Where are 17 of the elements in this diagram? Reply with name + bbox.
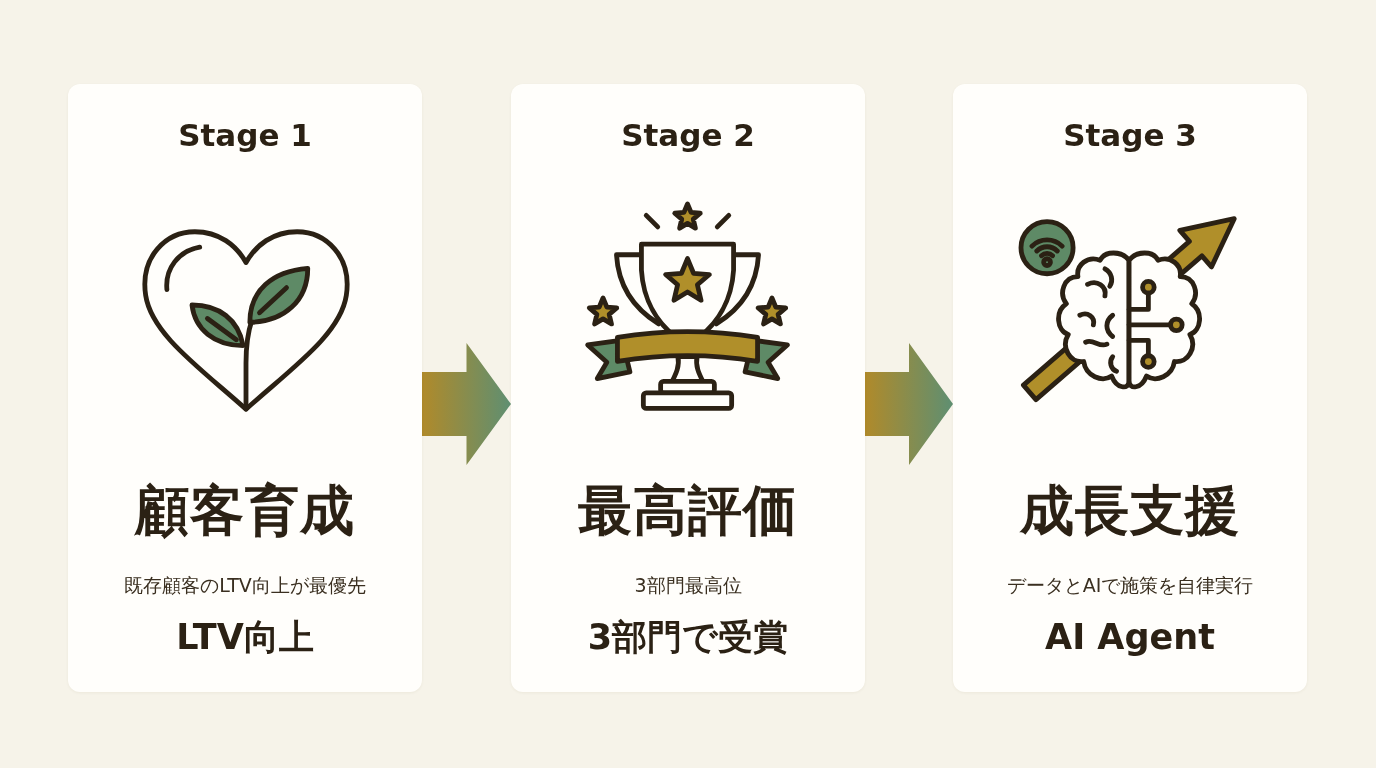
- stage-highlight: LTV向上: [175, 616, 315, 659]
- stage-card: [953, 84, 1307, 692]
- stage-highlight: AI Agent: [1044, 616, 1216, 659]
- stage-highlight: 3部門で受賞: [586, 616, 790, 659]
- stage-label: Stage 3: [1062, 116, 1198, 155]
- arrow: [422, 343, 511, 465]
- arrow: [865, 343, 953, 465]
- stage-label: Stage 2: [620, 116, 756, 155]
- stage-card: [68, 84, 422, 692]
- stage-description: 既存顧客のLTV向上が最優先: [123, 573, 367, 598]
- stage-description: データとAIで施策を自律実行: [1005, 573, 1255, 598]
- stage-title: 成長支援: [1019, 478, 1241, 542]
- stage-description: 3部門最高位: [633, 573, 743, 598]
- stage-title: 顧客育成: [133, 478, 356, 542]
- stage-title: 最高評価: [577, 478, 799, 542]
- stage-label: Stage 1: [177, 116, 313, 155]
- stage-card: [511, 84, 865, 692]
